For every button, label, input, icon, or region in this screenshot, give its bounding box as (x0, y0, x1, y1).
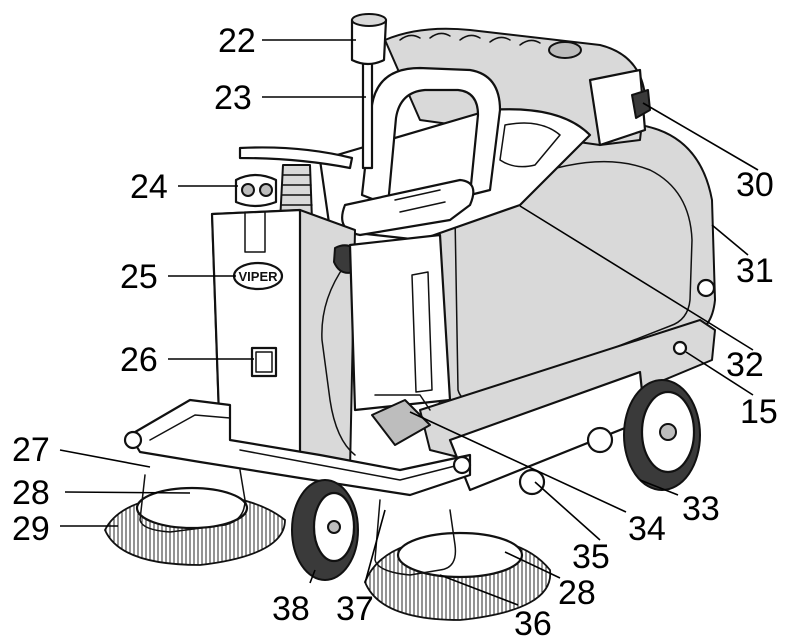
leader-lines (59, 39, 759, 606)
callout-labels: 22 23 24 25 26 27 28 29 30 31 32 15 33 3… (12, 22, 778, 643)
seat-back (360, 66, 502, 207)
side-brush-right-disc (396, 531, 524, 579)
hopper-knob (696, 278, 716, 298)
leader-37 (364, 509, 386, 584)
cover-ribs (399, 32, 541, 46)
callout-23: 23 (214, 79, 252, 117)
leader-32 (519, 205, 754, 351)
leader-28b (504, 551, 561, 579)
callout-37: 37 (336, 590, 374, 628)
callout-35: 35 (572, 538, 610, 576)
callout-26: 26 (120, 341, 158, 379)
callout-28a: 28 (12, 474, 50, 512)
callout-32: 32 (726, 346, 764, 384)
seat-cushion (341, 178, 475, 237)
front-corner-knob-left (123, 430, 143, 450)
leader-30 (642, 102, 759, 171)
side-housing (588, 68, 647, 147)
callout-29: 29 (12, 510, 50, 548)
callout-15: 15 (740, 393, 778, 431)
seat-handle (394, 189, 446, 213)
body-side (348, 233, 452, 412)
pedal (371, 399, 431, 446)
viper-logo-text: VIPER (238, 269, 278, 284)
callout-38: 38 (272, 590, 310, 628)
tray-recess (499, 122, 561, 168)
front-corner-knob-right (452, 455, 472, 475)
side-slot (411, 271, 433, 393)
callout-28b: 28 (558, 574, 596, 612)
leader-38 (309, 569, 316, 584)
callout-34: 34 (628, 510, 666, 548)
leader-34 (409, 411, 627, 513)
leader-33 (639, 479, 679, 496)
leader-15 (685, 351, 754, 396)
column-bellows (281, 174, 313, 206)
callout-25: 25 (120, 258, 158, 296)
callout-22: 22 (218, 22, 256, 60)
leader-27 (59, 449, 151, 468)
fill-cap (548, 41, 582, 59)
leader-35 (534, 481, 601, 541)
bumper-inner (149, 414, 456, 481)
beacon-pole (361, 56, 374, 170)
vacuum-hose (321, 264, 356, 456)
adjuster-knob-1 (586, 426, 614, 454)
pedal-arm (374, 394, 431, 411)
side-brush-left-disc (135, 486, 249, 530)
cover-latch (631, 89, 651, 119)
brush-arm-left (139, 469, 246, 533)
adjuster-knob-2 (518, 468, 546, 496)
callout-31: 31 (736, 252, 774, 290)
indicator-15 (672, 340, 688, 356)
beacon-top (351, 13, 387, 27)
panel-edge (244, 211, 266, 253)
steering-wheel (238, 146, 354, 170)
leader-28a (64, 491, 191, 494)
callout-36: 36 (514, 605, 552, 643)
callout-27: 27 (12, 431, 50, 469)
leader-31 (711, 224, 749, 256)
callout-30: 30 (736, 166, 774, 204)
callout-24: 24 (130, 168, 168, 206)
brush-arm-right (374, 499, 457, 576)
headlight (234, 173, 278, 208)
front-bumper (128, 398, 472, 497)
callout-33: 33 (682, 490, 720, 528)
leader-36 (439, 574, 519, 606)
sweeper-illustration: VIPER (104, 13, 716, 621)
